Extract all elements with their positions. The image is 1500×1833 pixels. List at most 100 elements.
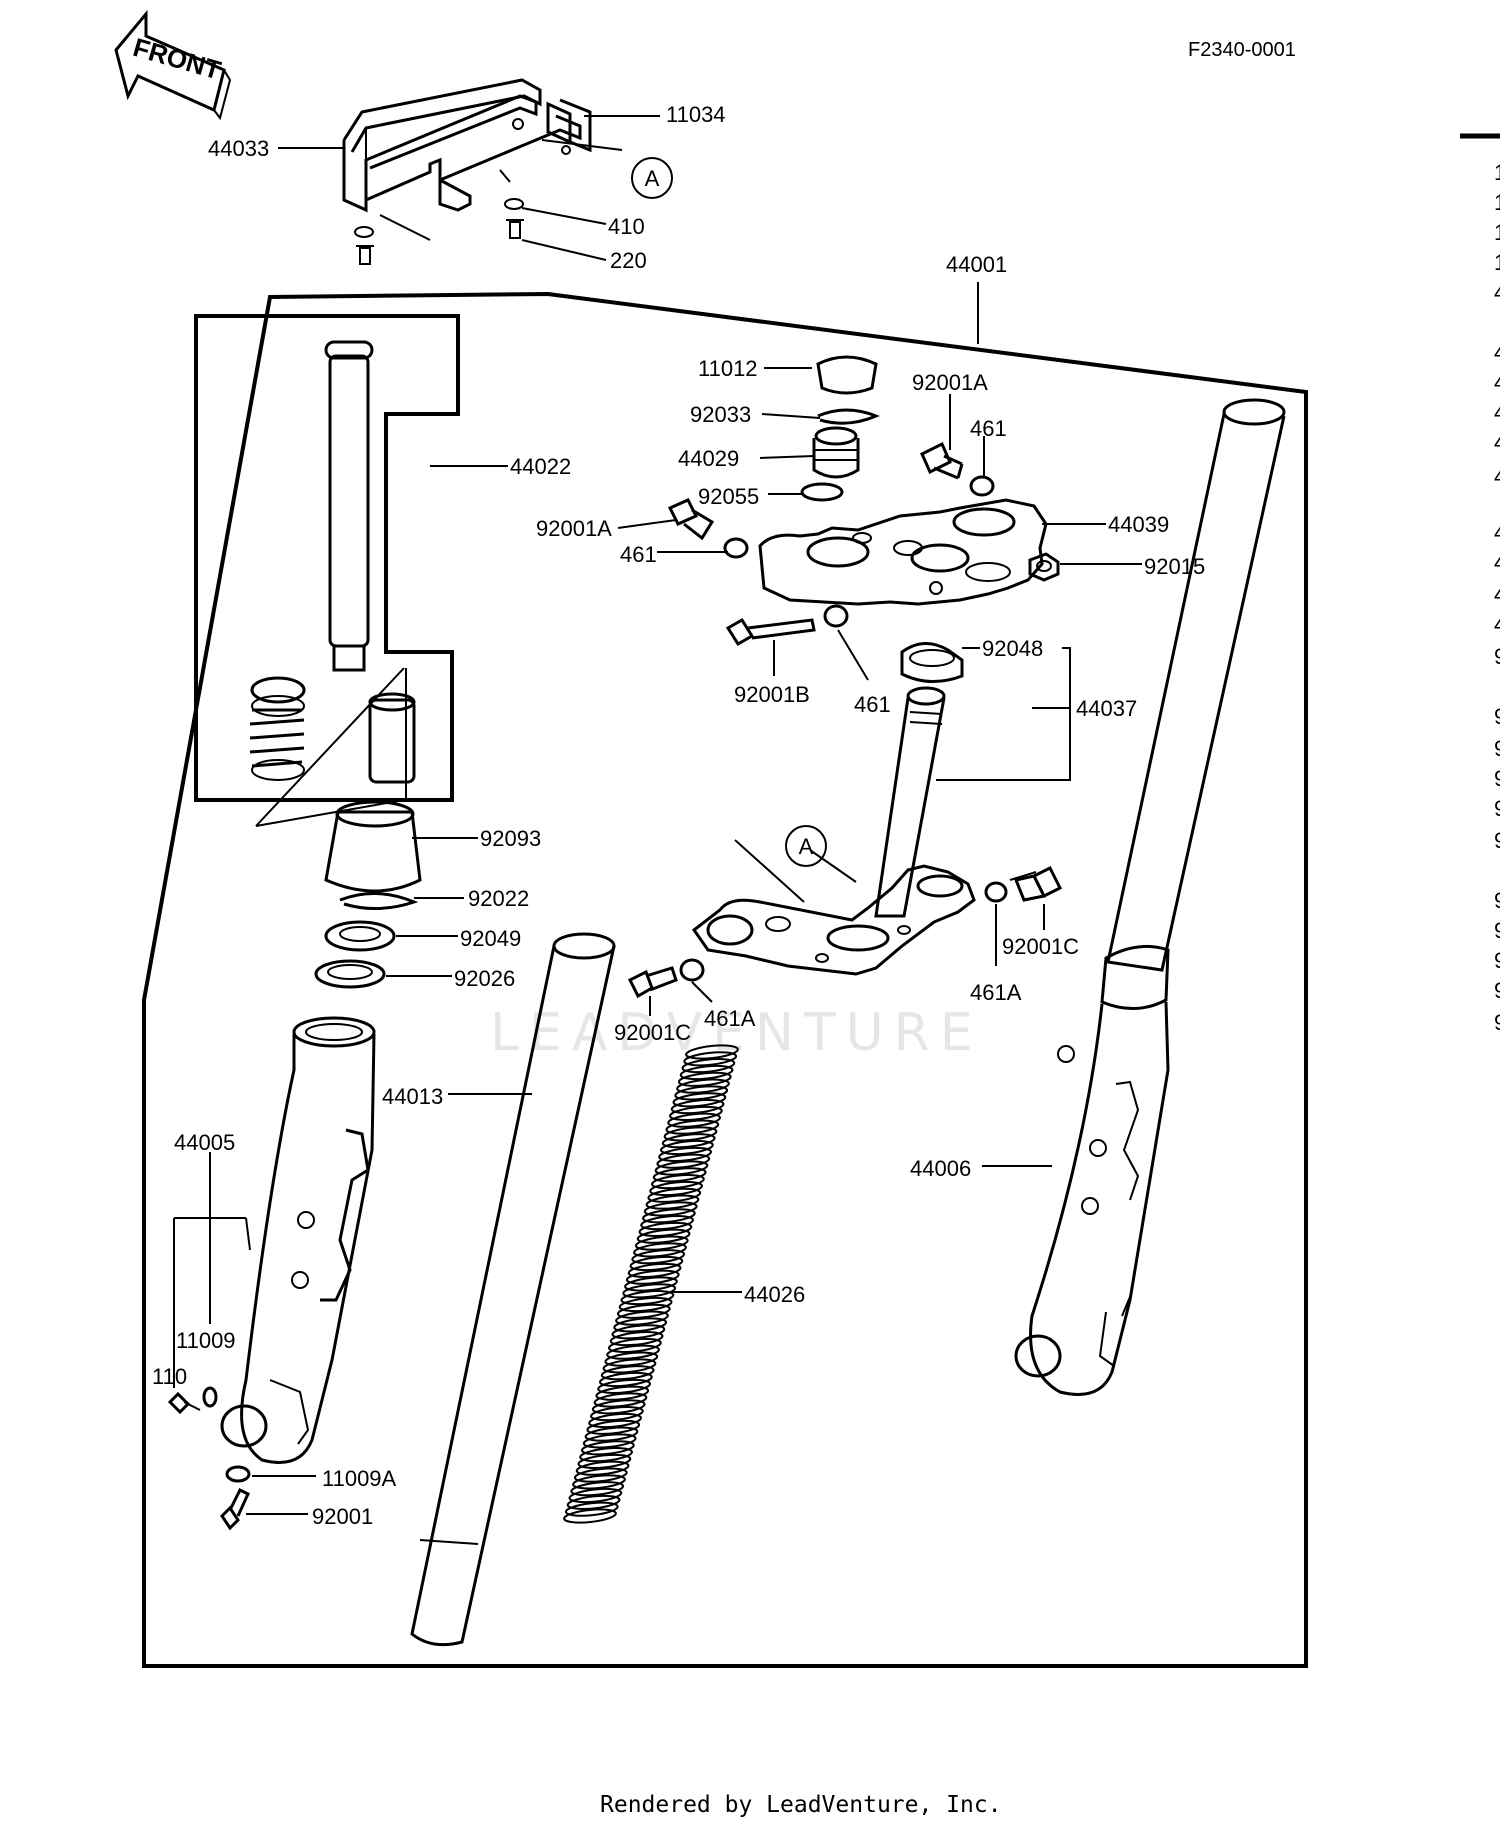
spring-coil xyxy=(563,1508,617,1524)
callout-92001a-left: 92001A xyxy=(536,516,612,541)
spring-coil xyxy=(600,1365,655,1381)
callout-92049: 92049 xyxy=(460,926,521,951)
callout-44039: 44039 xyxy=(1108,512,1169,537)
spring-coil xyxy=(581,1440,635,1456)
spring-coil xyxy=(629,1255,684,1272)
callout-92001c-right: 92001C xyxy=(1002,934,1079,959)
spring-coil xyxy=(636,1228,691,1244)
marker-a-top-text: A xyxy=(645,166,660,191)
callout-44005: 44005 xyxy=(174,1130,235,1155)
cut-off-list-item: 9 xyxy=(1494,948,1500,973)
spring-coil xyxy=(643,1201,698,1217)
callout-44006: 44006 xyxy=(910,1156,971,1181)
spring-coil xyxy=(640,1215,694,1231)
spring-coil xyxy=(602,1358,657,1374)
footer-credit: Rendered by LeadVenture, Inc. xyxy=(600,1792,1002,1818)
part-44039-upper-bracket xyxy=(758,498,1048,606)
spring-coil xyxy=(586,1419,641,1435)
part-110-screw xyxy=(167,1391,201,1415)
spring-coil xyxy=(672,1092,727,1108)
cut-off-list-item: 9 xyxy=(1494,644,1500,669)
spring-coil xyxy=(613,1317,668,1333)
a2-leader xyxy=(734,839,857,903)
callout-11034: 11034 xyxy=(666,102,726,127)
spring-coil xyxy=(579,1447,633,1463)
spring-coil xyxy=(667,1112,721,1128)
assembly-44001-outline xyxy=(142,291,1308,1668)
callout-92026: 92026 xyxy=(454,966,515,991)
callout-461a-mid: 461A xyxy=(704,1006,756,1031)
callout-11009a: 11009A xyxy=(322,1466,397,1491)
spring-coil xyxy=(649,1180,703,1197)
spring-coil xyxy=(618,1296,673,1313)
spring-coil xyxy=(597,1378,651,1394)
cut-off-list-item: 4 xyxy=(1494,520,1500,545)
spring-coil xyxy=(591,1399,646,1415)
callout-92001: 92001 xyxy=(312,1504,373,1529)
spring-coil xyxy=(670,1099,725,1115)
spring-coil xyxy=(645,1194,700,1210)
cut-off-parts-list: 1111444444444499999999999 xyxy=(1494,160,1500,1035)
spring-coil xyxy=(624,1276,678,1292)
spring-coil xyxy=(679,1064,734,1081)
cut-off-list-item: 9 xyxy=(1494,1010,1500,1035)
part-44026-spring xyxy=(563,1044,739,1524)
spring-coil xyxy=(620,1290,675,1306)
spring-coil xyxy=(572,1474,626,1490)
cut-off-list-item: 9 xyxy=(1494,704,1500,729)
callout-92001a-top: 92001A xyxy=(912,370,988,395)
part-92001B-bolt xyxy=(725,604,849,647)
spring-coil xyxy=(604,1351,659,1367)
callout-44033: 44033 xyxy=(208,136,269,161)
spring-coil xyxy=(582,1433,637,1449)
spring-coil xyxy=(584,1426,639,1442)
callout-44037: 44037 xyxy=(1076,696,1137,721)
cut-off-list-item: 9 xyxy=(1494,888,1500,913)
spring-coil xyxy=(568,1487,623,1504)
callout-92022: 92022 xyxy=(468,886,529,911)
callout-92048: 92048 xyxy=(982,636,1043,661)
part-44037-steering-stem xyxy=(691,686,976,976)
cut-off-list-item: 9 xyxy=(1494,736,1500,761)
spring-coil xyxy=(683,1051,738,1067)
callout-92055: 92055 xyxy=(698,484,759,509)
reference-marker-a-top: A xyxy=(631,157,673,199)
cut-off-list-item: 9 xyxy=(1494,828,1500,853)
spring-coil xyxy=(656,1153,711,1169)
spring-coil xyxy=(595,1385,650,1401)
marker-a-mid-text: A xyxy=(799,834,814,859)
spring-coil xyxy=(570,1481,625,1497)
part-92001-bolt xyxy=(220,1487,250,1531)
spring-coil xyxy=(654,1160,709,1176)
cut-off-list-item: 1 xyxy=(1494,190,1500,215)
callout-11012: 11012 xyxy=(698,356,758,381)
callout-110: 110 xyxy=(152,1364,187,1389)
cut-off-list-item: 4 xyxy=(1494,280,1500,305)
callout-92093: 92093 xyxy=(480,826,541,851)
spring-coil xyxy=(663,1126,718,1142)
spring-coil xyxy=(588,1412,642,1429)
diagram-code: F2340-0001 xyxy=(1188,39,1296,61)
spring-coil xyxy=(609,1331,664,1347)
cut-off-list-item: 4 xyxy=(1494,550,1500,575)
spring-coil xyxy=(677,1071,732,1087)
spring-coil xyxy=(661,1133,716,1149)
spring-coil xyxy=(593,1392,648,1408)
cut-off-list-item: 4 xyxy=(1494,370,1500,395)
callout-92033: 92033 xyxy=(690,402,751,427)
spring-coil xyxy=(575,1460,630,1476)
cut-off-list-item: 9 xyxy=(1494,766,1500,791)
spring-coil xyxy=(651,1174,705,1190)
spring-coil xyxy=(564,1501,619,1517)
spring-coil xyxy=(590,1406,644,1422)
part-damper-rod xyxy=(249,340,416,827)
spring-coil xyxy=(665,1119,720,1135)
spring-coil xyxy=(681,1058,736,1074)
cut-off-list-item: 4 xyxy=(1494,340,1500,365)
part-92001C-bolt-right xyxy=(984,865,1063,903)
cut-off-list-item: 9 xyxy=(1494,796,1500,821)
spring-coil xyxy=(685,1044,739,1060)
callout-11009: 11009 xyxy=(176,1328,236,1353)
part-44029-plug xyxy=(812,426,860,479)
callout-410: 410 xyxy=(608,214,645,239)
